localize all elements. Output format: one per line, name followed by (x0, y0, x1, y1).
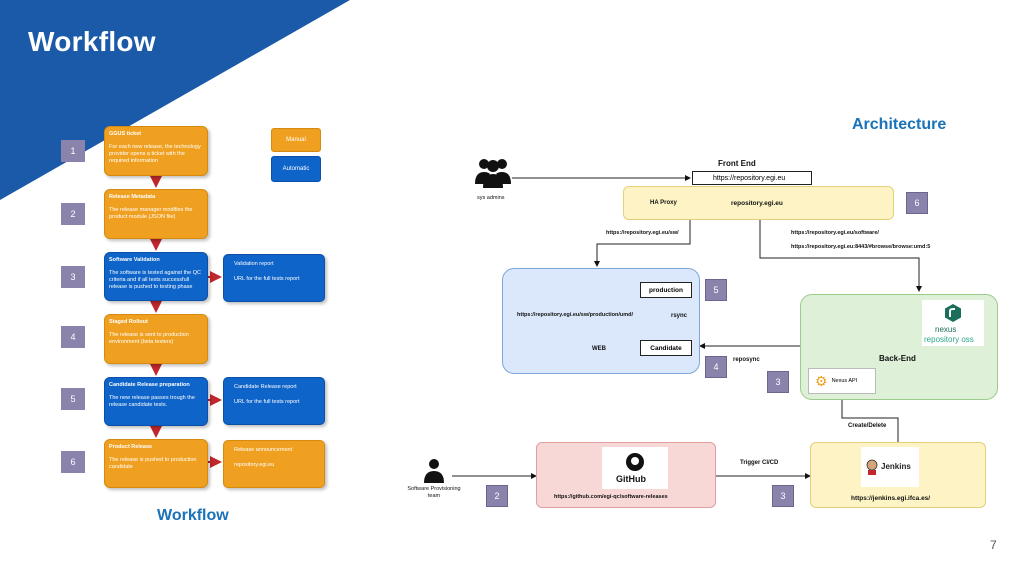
page-number: 7 (990, 538, 997, 552)
legend-automatic: Automatic (271, 156, 321, 182)
side-box-candidate-report: Candidate Release report URL for the ful… (223, 377, 325, 425)
rsync-label: rsync (671, 313, 688, 319)
jenkins-butler-icon (866, 459, 878, 475)
step-heading: Candidate Release preparation (109, 382, 190, 388)
user-icon (424, 459, 444, 483)
step-box-staged-rollout: Staged Rollout The release is sent to pr… (104, 314, 208, 364)
architecture-caption: Architecture (852, 116, 947, 133)
reposync-label: reposync (733, 357, 760, 363)
web-label: WEB (592, 346, 606, 352)
step-box-ggus: GGUS ticket For each new release, the te… (104, 126, 208, 176)
sys-admins-label: sys admins (477, 195, 505, 201)
jenkins-box: Jenkins https://jenkins.egi.ifca.es/ (810, 442, 986, 508)
nexus-api-label: Nexus API (831, 378, 858, 384)
side-box-text: URL for the full tests report (234, 399, 300, 405)
step-heading: Product Release (109, 444, 153, 450)
github-url-label: https://github.com/egi-qc/software-relea… (554, 494, 668, 500)
tag-6: 6 (906, 192, 928, 214)
url-browse-label: https://repository.egi.eu:8443/#browse/b… (791, 244, 931, 250)
tag-2: 2 (486, 485, 508, 507)
step-box-release-metadata: Release Metadata The release manager mod… (104, 189, 208, 239)
trigger-cicd-label: Trigger CI/CD (740, 460, 779, 466)
step-number-3: 3 (61, 266, 85, 288)
side-box-release-announcement: Release announcement repository.egi.eu (223, 440, 325, 488)
users-group-icon (475, 159, 511, 188)
nexus-label: nexus (935, 325, 957, 334)
step-heading: Release Metadata (109, 194, 156, 200)
ha-proxy-host: repository.egi.eu (731, 200, 783, 207)
nexus-logo: nexus repository oss (922, 300, 984, 346)
create-delete-label: Create/Delete (848, 423, 887, 429)
nexus-hexagon-icon (945, 304, 961, 322)
url-sw-label: https://repository.egi.eu/sw/ (606, 230, 679, 236)
step-number-6: 6 (61, 451, 85, 473)
tag-5: 5 (705, 279, 727, 301)
ha-proxy-label: HA Proxy (650, 200, 677, 206)
candidate-box: Candidate (640, 340, 692, 356)
side-box-validation-report: Validation report URL for the full tests… (223, 254, 325, 302)
url-software-label: https://repository.egi.eu/software/ (791, 230, 879, 236)
production-box: production (640, 282, 692, 298)
legend-manual: Manual (271, 128, 321, 152)
jenkins-label: Jenkins (881, 462, 911, 471)
side-box-title: Candidate Release report (234, 384, 297, 390)
step-heading: Staged Rollout (109, 319, 148, 325)
github-label: GitHub (616, 474, 646, 484)
page-title: Workflow (28, 26, 156, 57)
side-box-text: repository.egi.eu (234, 462, 275, 468)
side-box-title: Release announcement (234, 447, 293, 453)
web-url-label: https://repository.egi.eu/sw/production/… (517, 312, 634, 318)
jenkins-logo: Jenkins (861, 447, 919, 487)
step-text: The software is tested against the QC cr… (109, 270, 202, 290)
side-box-text: URL for the full tests report (234, 276, 300, 282)
github-icon (626, 453, 644, 471)
front-end-label: Front End (718, 159, 756, 168)
front-end-url: https://repository.egi.eu (692, 171, 812, 185)
github-box: GitHub https://github.com/egi-qc/softwar… (536, 442, 716, 508)
gear-icon: ⚙ (815, 372, 828, 389)
step-number-5: 5 (61, 388, 85, 410)
software-team-label: Software Provisioning team (407, 486, 461, 499)
step-text: The release is sent to production enviro… (109, 332, 189, 345)
step-text: The release manager modifies the product… (109, 207, 193, 220)
nexus-sub-label: repository oss (924, 335, 974, 344)
step-heading: GGUS ticket (109, 131, 142, 137)
tag-4: 4 (705, 356, 727, 378)
step-text: The new release passes trough the releas… (109, 395, 195, 408)
step-heading: Software Validation (109, 257, 160, 263)
step-text: For each new release, the technology pro… (109, 144, 201, 164)
ha-proxy-box: HA Proxy repository.egi.eu (623, 186, 894, 220)
tag-3-backend: 3 (767, 371, 789, 393)
step-box-candidate-release: Candidate Release preparation The new re… (104, 377, 208, 426)
step-number-4: 4 (61, 326, 85, 348)
backend-label: Back-End (879, 354, 916, 363)
step-text: The release is pushed to production cand… (109, 457, 197, 470)
github-logo: GitHub (602, 447, 668, 489)
workflow-caption: Workflow (157, 507, 229, 524)
jenkins-url-label: https://jenkins.egi.ifca.es/ (851, 495, 931, 502)
tag-3-jenkins: 3 (772, 485, 794, 507)
nexus-api-box: ⚙ Nexus API (808, 368, 876, 394)
step-number-1: 1 (61, 140, 85, 162)
step-box-software-validation: Software Validation The software is test… (104, 252, 208, 301)
side-box-title: Validation report (234, 261, 274, 267)
step-box-product-release: Product Release The release is pushed to… (104, 439, 208, 488)
step-number-2: 2 (61, 203, 85, 225)
